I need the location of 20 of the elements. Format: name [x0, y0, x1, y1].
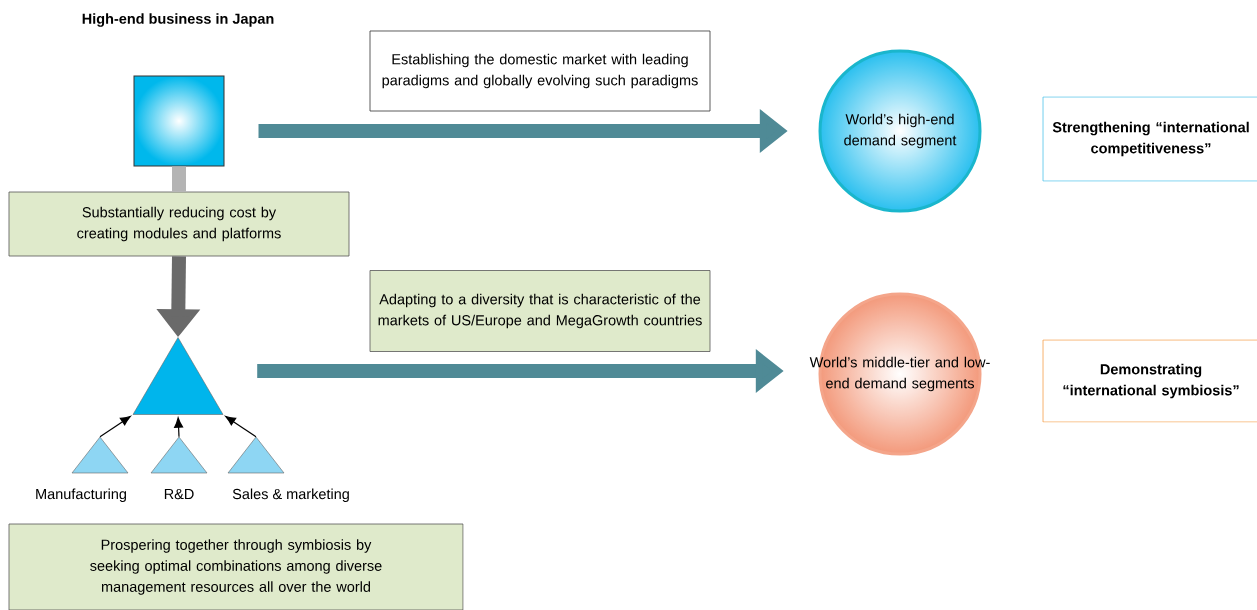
arrow [225, 415, 257, 438]
arrow [99, 415, 131, 438]
arrow [174, 417, 184, 438]
triangle [150, 436, 208, 474]
sphere: World’s middle-tier and low-end demand segments [809, 292, 990, 456]
heading: High-end business in Japan [82, 13, 274, 27]
part-label: Sales & marketing [232, 488, 349, 502]
triangle [71, 436, 129, 474]
square [133, 75, 225, 167]
text-box: Adapting to a diversity that is characteristic of the markets of US/Europe and MegaGrowth countries [369, 270, 711, 352]
text-box: Prospering together through symbiosis by seeking optimal combinations among diverse management resources all over the world [8, 523, 464, 610]
triangle [132, 337, 224, 415]
part-label: Manufacturing [36, 488, 126, 502]
triangle [227, 436, 285, 474]
text-box: Substantially reducing cost by creating modules and platforms [8, 191, 350, 257]
text-box: Strengthening “international competitiveness” [1042, 96, 1257, 182]
text-box: Demonstrating “international symbiosis” [1042, 339, 1257, 423]
sphere: World’s high-end demand segment [818, 49, 982, 213]
part-label: R&D [164, 488, 194, 500]
text-box: Establishing the domestic market with leading paradigms and globally evolving such paradigms [369, 30, 711, 112]
